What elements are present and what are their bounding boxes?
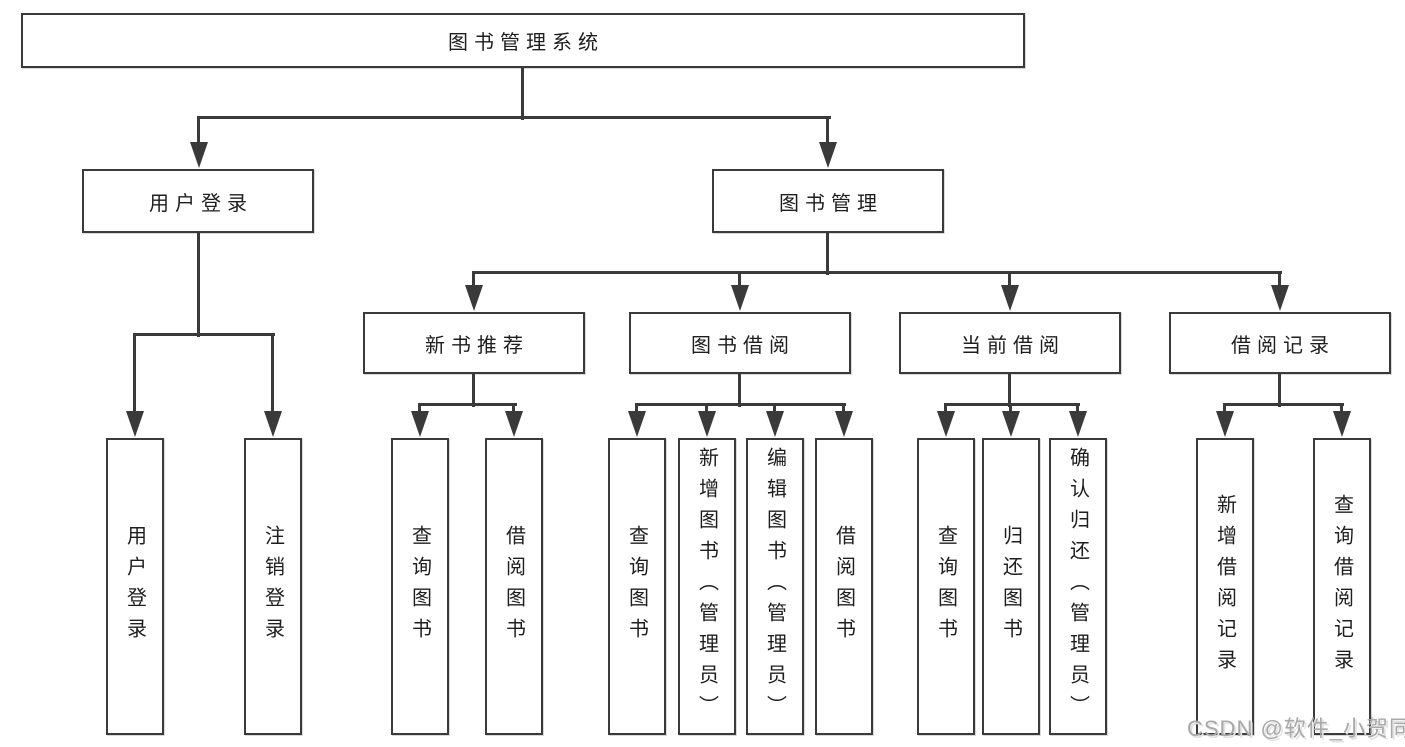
connector-user-login-branch [133,333,275,336]
arrow-down-icon [766,411,784,437]
node-root: 图书管理系统 [21,13,1025,68]
arrow-down-icon [264,411,282,437]
leaf-current-return-book: 归还图书 [982,438,1040,735]
arrow-down-icon [1001,285,1019,311]
arrow-down-icon [1333,411,1351,437]
leaf-borrow-edit-book-admin: 编辑图书（管理员） [746,438,804,735]
connector-book-mgmt-stem [826,233,829,275]
connector-branch [1223,403,1344,406]
arrow-down-icon [411,411,429,437]
node-user-login: 用户登录 [82,169,314,233]
connector-stub [1008,273,1011,289]
leaf-borrow-query-book: 查询图书 [608,438,666,735]
connector-level2-branch [197,116,831,119]
arrow-down-icon [1069,411,1087,437]
leaf-current-query-book: 查询图书 [917,438,975,735]
arrow-down-icon [126,411,144,437]
node-book-borrow: 图书借阅 [629,312,851,374]
arrow-down-icon [190,142,208,168]
arrow-down-icon [835,411,853,437]
node-new-book-recommend: 新书推荐 [363,312,585,374]
arrow-down-icon [819,142,837,168]
connector-stub [271,335,274,415]
connector-stub [1278,273,1281,289]
leaf-user-login: 用户登录 [106,438,164,735]
connector-branch [635,403,846,406]
leaf-logout: 注销登录 [244,438,302,735]
leaf-record-add-record: 新增借阅记录 [1196,438,1254,735]
connector-stub [738,273,741,289]
arrow-down-icon [698,411,716,437]
arrow-down-icon [628,411,646,437]
connector-stem [738,374,741,407]
csdn-watermark: CSDN @软件_小贺同学 [1187,716,1405,741]
arrow-down-icon [505,411,523,437]
connector-root-stem [521,68,524,120]
leaf-borrow-borrow-book: 借阅图书 [815,438,873,735]
connector-stem [1008,374,1011,407]
connector-stub [826,118,829,148]
connector-stem [1278,374,1281,407]
leaf-newbook-borrow-book: 借阅图书 [485,438,543,735]
arrow-down-icon [731,285,749,311]
arrow-down-icon [1216,411,1234,437]
connector-user-login-stem [197,233,200,337]
connector-stub [133,335,136,415]
node-current-borrow: 当前借阅 [899,312,1121,374]
leaf-newbook-query-book: 查询图书 [391,438,449,735]
leaf-current-confirm-return-admin: 确认归还（管理员） [1049,438,1107,735]
arrow-down-icon [1271,285,1289,311]
connector-branch [418,403,517,406]
arrow-down-icon [465,285,483,311]
connector-level3-branch [472,271,1282,274]
node-book-management: 图书管理 [712,169,944,233]
connector-stem [472,374,475,407]
leaf-record-query-record: 查询借阅记录 [1313,438,1371,735]
arrow-down-icon [937,411,955,437]
connector-stub [197,118,200,148]
node-borrow-record: 借阅记录 [1169,312,1391,374]
arrow-down-icon [1002,411,1020,437]
leaf-borrow-add-book-admin: 新增图书（管理员） [678,438,736,735]
connector-stub [472,273,475,289]
connector-branch [944,403,1080,406]
